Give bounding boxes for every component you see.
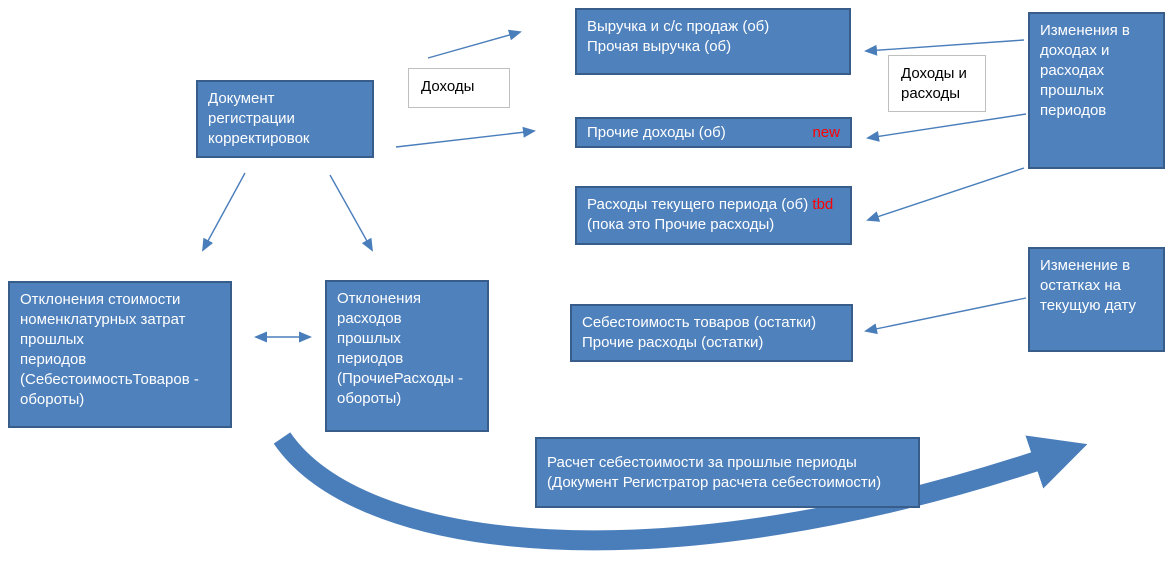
box-current-expenses-line1: Расходы текущего периода (об) tbd [587,195,840,215]
arrow-changes-to-other-income [866,113,1027,142]
box-cost-balances: Себестоимость товаров (остатки) Прочие р… [570,304,853,362]
arrow-doc-to-cost-deviations [202,172,246,252]
arrow-doc-to-revenue [427,29,522,59]
arrow-doc-to-expense-deviations [329,174,373,252]
box-other-income: Прочие доходы (об) new [575,117,852,148]
arrow-doc-to-other-income [395,126,536,148]
box-current-expenses-text: Расходы текущего периода (об) [587,196,809,213]
box-expense-deviations: Отклонения расходов прошлых периодов (Пр… [325,280,489,432]
label-income-expenses: Доходы и расходы [888,55,986,112]
label-income: Доходы [408,68,510,108]
arrow-changes-to-expenses [866,167,1025,222]
box-cost-deviations: Отклонения стоимости номенклатурных затр… [8,281,232,428]
box-balance-changes: Изменение в остатках на текущую дату [1028,247,1165,352]
box-income-changes: Изменения в доходах и расходах прошлых п… [1028,12,1165,169]
box-current-expenses-tag-tbd: tbd [812,196,834,213]
box-doc-registration: Документ регистрации корректировок [196,80,374,158]
box-other-income-text: Прочие доходы (об) [587,123,726,141]
box-revenue: Выручка и с/с продаж (об) Прочая выручка… [575,8,851,75]
box-other-income-tag-new: new [812,123,840,141]
arrow-balance-changes-to-cost-balances [864,297,1027,335]
arrow-changes-to-revenue [864,39,1025,56]
box-current-expenses: Расходы текущего периода (об) tbd (пока … [575,186,852,245]
box-cost-calc: Расчет себестоимости за прошлые периоды … [535,437,920,508]
box-current-expenses-line2: (пока это Прочие расходы) [587,216,775,233]
